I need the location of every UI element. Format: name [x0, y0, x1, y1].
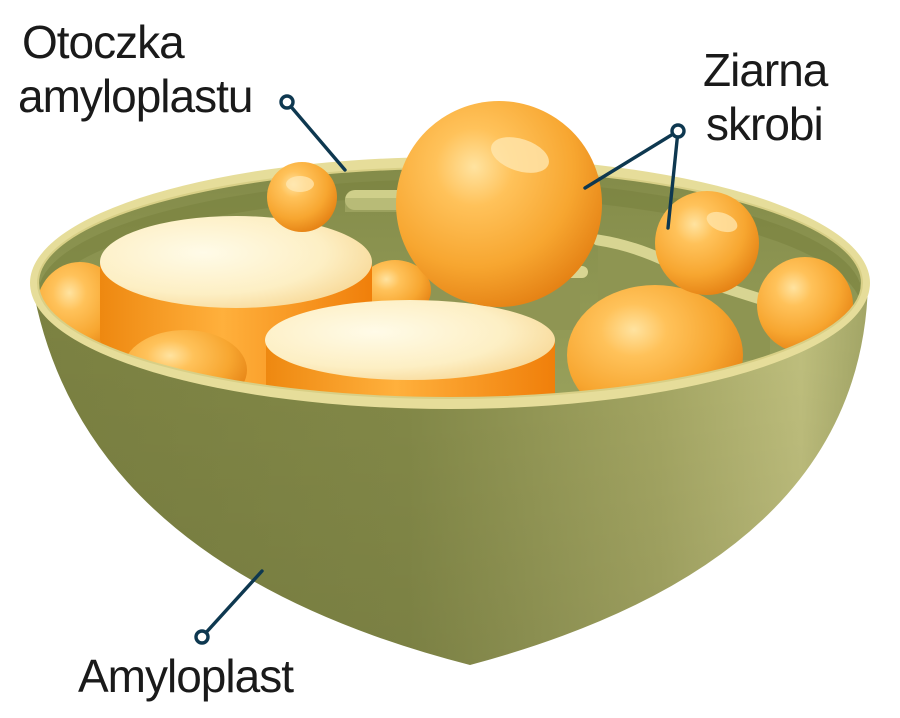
- label-starch-line2: skrobi: [706, 98, 823, 150]
- label-starch-line1: Ziarna: [703, 44, 829, 96]
- starch-granule-top-left: [267, 162, 337, 232]
- leader-amyloplast: [196, 571, 262, 643]
- leader-envelope: [281, 96, 345, 170]
- starch-granule-large: [396, 101, 602, 307]
- label-envelope-line2: amyloplastu: [18, 70, 252, 122]
- label-envelope-line1: Otoczka: [22, 16, 185, 68]
- label-amyloplast: Amyloplast: [78, 650, 294, 702]
